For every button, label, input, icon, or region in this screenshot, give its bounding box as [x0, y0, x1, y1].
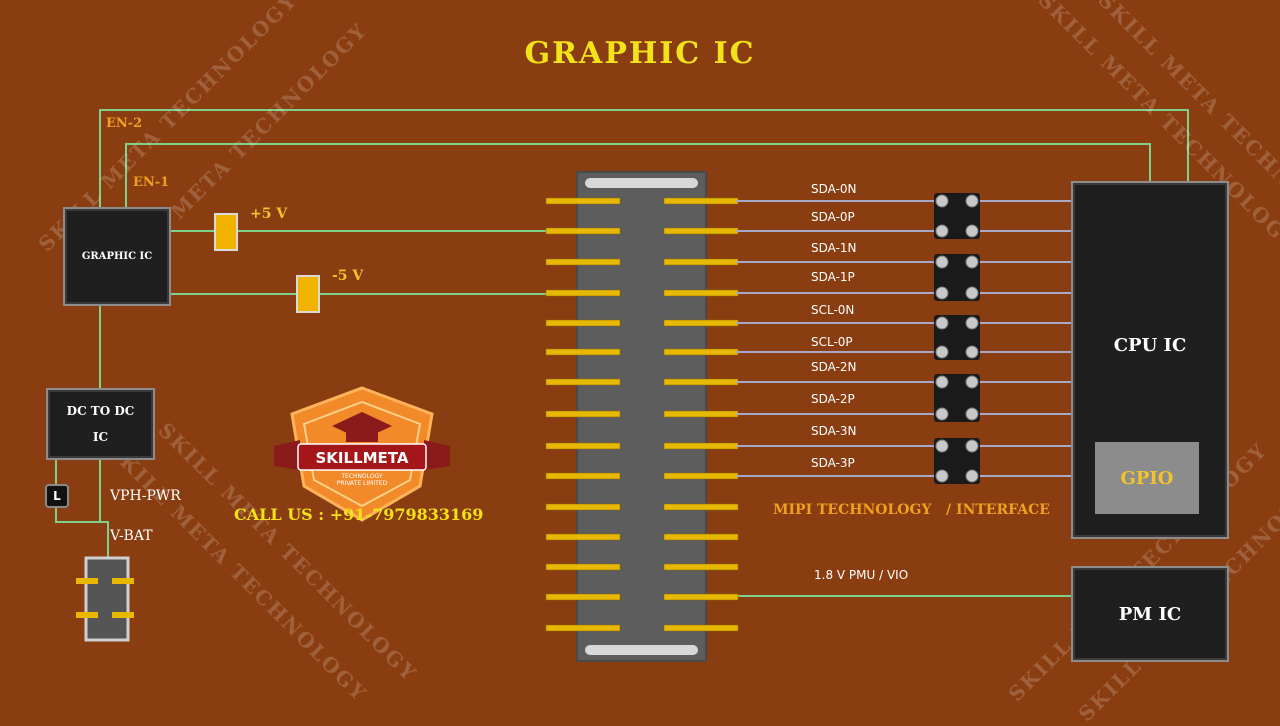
graphic-ic-label: GRAPHIC IC: [81, 251, 153, 262]
connector-pin-right-12: [663, 533, 739, 541]
capacitor-plus5v: [214, 213, 238, 251]
skillmeta-logo: [274, 386, 450, 522]
signal-label-sda-1p: SDA-1P: [811, 270, 855, 284]
cpu-ic-label: CPU IC: [1113, 335, 1187, 356]
vbat-wire: [100, 521, 109, 558]
capacitor-minus5v: [296, 275, 320, 313]
connector-pin-left-7: [545, 378, 621, 386]
signal-wires: [736, 200, 1072, 477]
connector-pin-right-1: [663, 197, 739, 205]
signal-label-sda-3p: SDA-3P: [811, 456, 855, 470]
connector-pin-right-5: [663, 319, 739, 327]
connector-pin-left-15: [545, 624, 621, 632]
pm-ic-block: PM IC: [1071, 566, 1229, 662]
connector-pin-right-8: [663, 410, 739, 418]
en2-label: EN-2: [106, 116, 143, 131]
dc-to-dc-block: DC TO DC IC: [46, 388, 155, 460]
connector-pins: [545, 197, 739, 632]
resistor-pack-4: [934, 374, 980, 422]
signal-label-scl-0p: SCL-0P: [811, 335, 853, 349]
connector-pin-left-12: [545, 533, 621, 541]
connector-pin-left-3: [545, 258, 621, 266]
signal-label-scl-0n: SCL-0N: [811, 303, 855, 317]
connector-pin-left-11: [545, 503, 621, 511]
signal-label-sda-2n: SDA-2N: [811, 360, 857, 374]
connector-pin-left-5: [545, 319, 621, 327]
pm-ic-label: PM IC: [1118, 603, 1182, 625]
connector-pin-right-15: [663, 624, 739, 632]
inductor-l: L: [45, 484, 69, 508]
vph-pwr-label: VPH-PWR: [110, 488, 181, 504]
graphic-ic-block: GRAPHIC IC: [63, 207, 171, 306]
connector-pin-left-6: [545, 348, 621, 356]
resistor-pack-5: [934, 438, 980, 484]
resistor-pack-1: [934, 193, 980, 239]
signal-label-sda-3n: SDA-3N: [811, 424, 857, 438]
connector-pin-right-13: [663, 563, 739, 571]
gpio-block: GPIO: [1095, 442, 1199, 514]
connector-pin-left-13: [545, 563, 621, 571]
connector-pin-right-3: [663, 258, 739, 266]
logo-name: SKILLMETA: [315, 449, 409, 467]
connector-pin-right-10: [663, 472, 739, 480]
connector-pin-right-4: [663, 289, 739, 297]
signal-label-sda-2p: SDA-2P: [811, 392, 855, 406]
resistor-packs: [934, 193, 980, 484]
en1-label: EN-1: [133, 175, 170, 190]
mipi-label: MIPI TECHNOLOGY / INTERFACE: [773, 502, 1050, 518]
page-title: GRAPHIC IC: [524, 36, 756, 71]
dc-to-dc-label: DC TO DC IC: [66, 404, 135, 444]
connector-pin-left-10: [545, 472, 621, 480]
connector-pin-right-6: [663, 348, 739, 356]
minus5v-label: -5 V: [332, 268, 364, 284]
plus5v-label: +5 V: [250, 206, 288, 222]
signal-label-sda-0n: SDA-0N: [811, 182, 857, 196]
connector-pin-right-11: [663, 503, 739, 511]
connector-pin-left-14: [545, 593, 621, 601]
connector-pin-right-7: [663, 378, 739, 386]
connector-pin-right-14: [663, 593, 739, 601]
connector-pin-right-9: [663, 442, 739, 450]
en1-wire: [125, 143, 1151, 208]
signal-label-sda-1n: SDA-1N: [811, 241, 857, 255]
connector-pin-left-1: [545, 197, 621, 205]
resistor-pack-2: [934, 254, 980, 301]
pmu-label: 1.8 V PMU / VIO: [814, 568, 909, 582]
dcdc-component: [76, 556, 134, 642]
connector-pin-left-8: [545, 410, 621, 418]
connector: [545, 171, 739, 662]
call-us-text[interactable]: CALL US : +91-7979833169: [234, 505, 484, 524]
connector-pin-left-2: [545, 227, 621, 235]
vbat-label: V-BAT: [110, 528, 153, 544]
en2-wire: [99, 109, 1189, 208]
resistor-pack-3: [934, 315, 980, 360]
logo-tagline: TECHNOLOGY PRIVATE LIMITED: [336, 473, 388, 487]
signal-label-sda-0p: SDA-0P: [811, 210, 855, 224]
connector-pin-left-4: [545, 289, 621, 297]
connector-pin-right-2: [663, 227, 739, 235]
connector-pin-left-9: [545, 442, 621, 450]
